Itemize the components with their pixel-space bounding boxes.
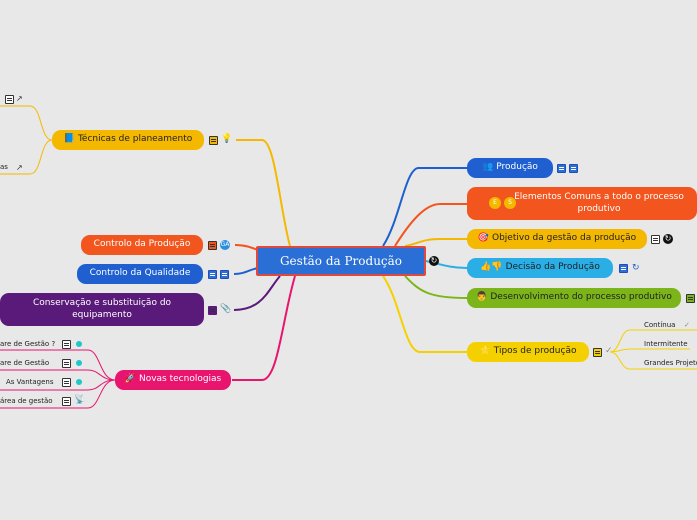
node-novas-label: Novas tecnologias [138,374,222,385]
book-icon: 📘 [63,134,75,145]
central-topic-label: Gestão da Produção [279,253,403,268]
satellite-icon[interactable]: 📡 [74,395,86,405]
emblem-s-icon: S [504,197,516,209]
node-desenvolvimento-label: Desenvolvimento do processo produtivo [490,292,672,303]
novas-child-3[interactable]: As Vantagens [6,378,54,386]
notes-icon[interactable] [208,306,217,315]
novas-child-2[interactable]: are de Gestão [0,359,50,367]
status-dot [76,379,82,385]
attachment-icon[interactable]: 📎 [220,304,232,314]
node-decisao[interactable]: 👍👎 Decisão da Produção [467,258,613,278]
notes-icon[interactable] [619,264,628,273]
people-icon: 👥 [482,162,494,173]
node-decisao-label: Decisão da Produção [505,262,600,273]
node-tecnicas-label: Técnicas de planeamento [77,134,193,145]
node-novas[interactable]: 🚀 Novas tecnologias [115,370,231,390]
notes-icon[interactable] [208,241,217,250]
node-controlo-qualidade[interactable]: Controlo da Qualidade [77,264,203,284]
notes-icon[interactable] [593,348,602,357]
link-icon[interactable]: ↗ [16,163,23,172]
node-conservacao-label: Conservação e substituição do equipament… [32,298,172,320]
node-controlo-qualidade-label: Controlo da Qualidade [89,268,191,279]
notes-icon[interactable] [557,164,566,173]
notes-icon[interactable] [5,95,14,104]
node-tipos-label: Tipos de produção [493,346,577,357]
node-tecnicas[interactable]: 📘 Técnicas de planeamento [52,130,204,150]
notes-icon[interactable] [62,340,71,349]
link-icon[interactable] [220,270,229,279]
star-icon: ⭐ [479,346,491,357]
central-topic[interactable]: Gestão da Produção [256,246,426,276]
tipos-child-intermitente[interactable]: Intermitente [644,340,688,348]
chart-icon[interactable]: GA [220,240,230,250]
check-icon[interactable]: ✓ [684,321,690,329]
refresh-icon[interactable]: ↻ [429,256,439,266]
person-icon: 👨 [476,292,488,303]
check-icon[interactable]: ✓ [605,346,613,356]
tipos-child-grandes-projetos[interactable]: Grandes Projetos [644,359,697,367]
notes-icon[interactable] [209,136,218,145]
notes-icon[interactable] [62,378,71,387]
status-dot [76,360,82,366]
emblem-e-icon: E [489,197,501,209]
target-icon: 🎯 [477,233,489,244]
node-objetivo[interactable]: 🎯 Objetivo da gestão da produção [467,229,647,249]
node-controlo-producao[interactable]: Controlo da Produção [81,235,203,255]
node-elementos-label: Elementos Comuns a todo o processo produ… [514,192,684,214]
rocket-icon: 🚀 [124,374,136,385]
notes-icon[interactable] [651,235,660,244]
node-tipos[interactable]: ⭐ Tipos de produção [467,342,589,362]
refresh-icon[interactable]: ↻ [632,263,640,273]
link-icon[interactable] [569,164,578,173]
novas-child-1[interactable]: are de Gestão ? [0,340,56,348]
refresh-icon[interactable]: ↻ [663,234,673,244]
lightbulb-icon[interactable]: 💡 [221,134,233,144]
thumbs-icon: 👍👎 [480,262,503,273]
status-dot [76,341,82,347]
node-producao[interactable]: 👥 Produção [467,158,553,178]
node-elementos[interactable]: E S Elementos Comuns a todo o processo p… [467,187,697,220]
tipos-child-continua[interactable]: Contínua [644,321,676,329]
novas-child-4[interactable]: área de gestão [0,397,53,405]
link-icon[interactable]: ↗ [16,94,23,103]
node-conservacao[interactable]: Conservação e substituição do equipament… [0,293,204,326]
notes-icon[interactable] [62,397,71,406]
node-objetivo-label: Objetivo da gestão da produção [492,233,637,244]
node-desenvolvimento[interactable]: 👨 Desenvolvimento do processo produtivo [467,288,681,308]
node-controlo-producao-label: Controlo da Produção [93,239,191,250]
notes-icon[interactable] [686,294,695,303]
notes-icon[interactable] [208,270,217,279]
node-producao-label: Produção [496,162,538,173]
tecnicas-child-label[interactable]: as [0,163,8,171]
notes-icon[interactable] [62,359,71,368]
